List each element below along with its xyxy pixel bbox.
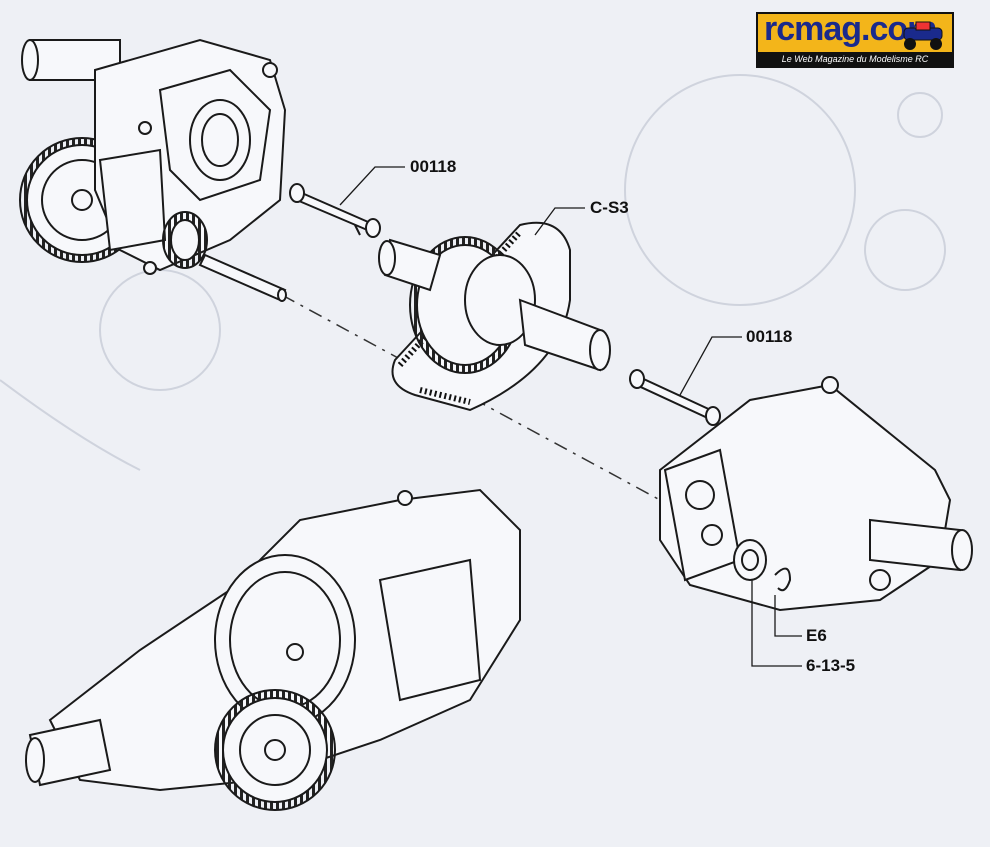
rc-car-icon [903, 21, 943, 50]
dogbone-right [629, 369, 721, 426]
callout-label: E6 [806, 626, 827, 645]
assembly-axis-line [281, 294, 661, 501]
gearbox-left [19, 38, 287, 302]
callout-label: 6-13-5 [806, 656, 856, 675]
logo-tagline: Le Web Magazine du Modelisme RC [758, 52, 952, 66]
callout-label: 00118 [746, 327, 793, 346]
differential-belt-assembly [378, 221, 611, 412]
gearbox-assembled [25, 488, 521, 811]
e-clip-e6 [774, 567, 792, 592]
dogbone-top [289, 183, 381, 238]
rcmag-logo[interactable]: rcmag.com Le Web Magazine du Modelisme R… [756, 10, 954, 68]
leader-lines [339, 166, 802, 667]
callout-label: 00118 [410, 157, 457, 176]
background-bleed [0, 74, 946, 471]
gearbox-right-housing [659, 376, 973, 612]
callout-label: C-S3 [590, 198, 629, 217]
